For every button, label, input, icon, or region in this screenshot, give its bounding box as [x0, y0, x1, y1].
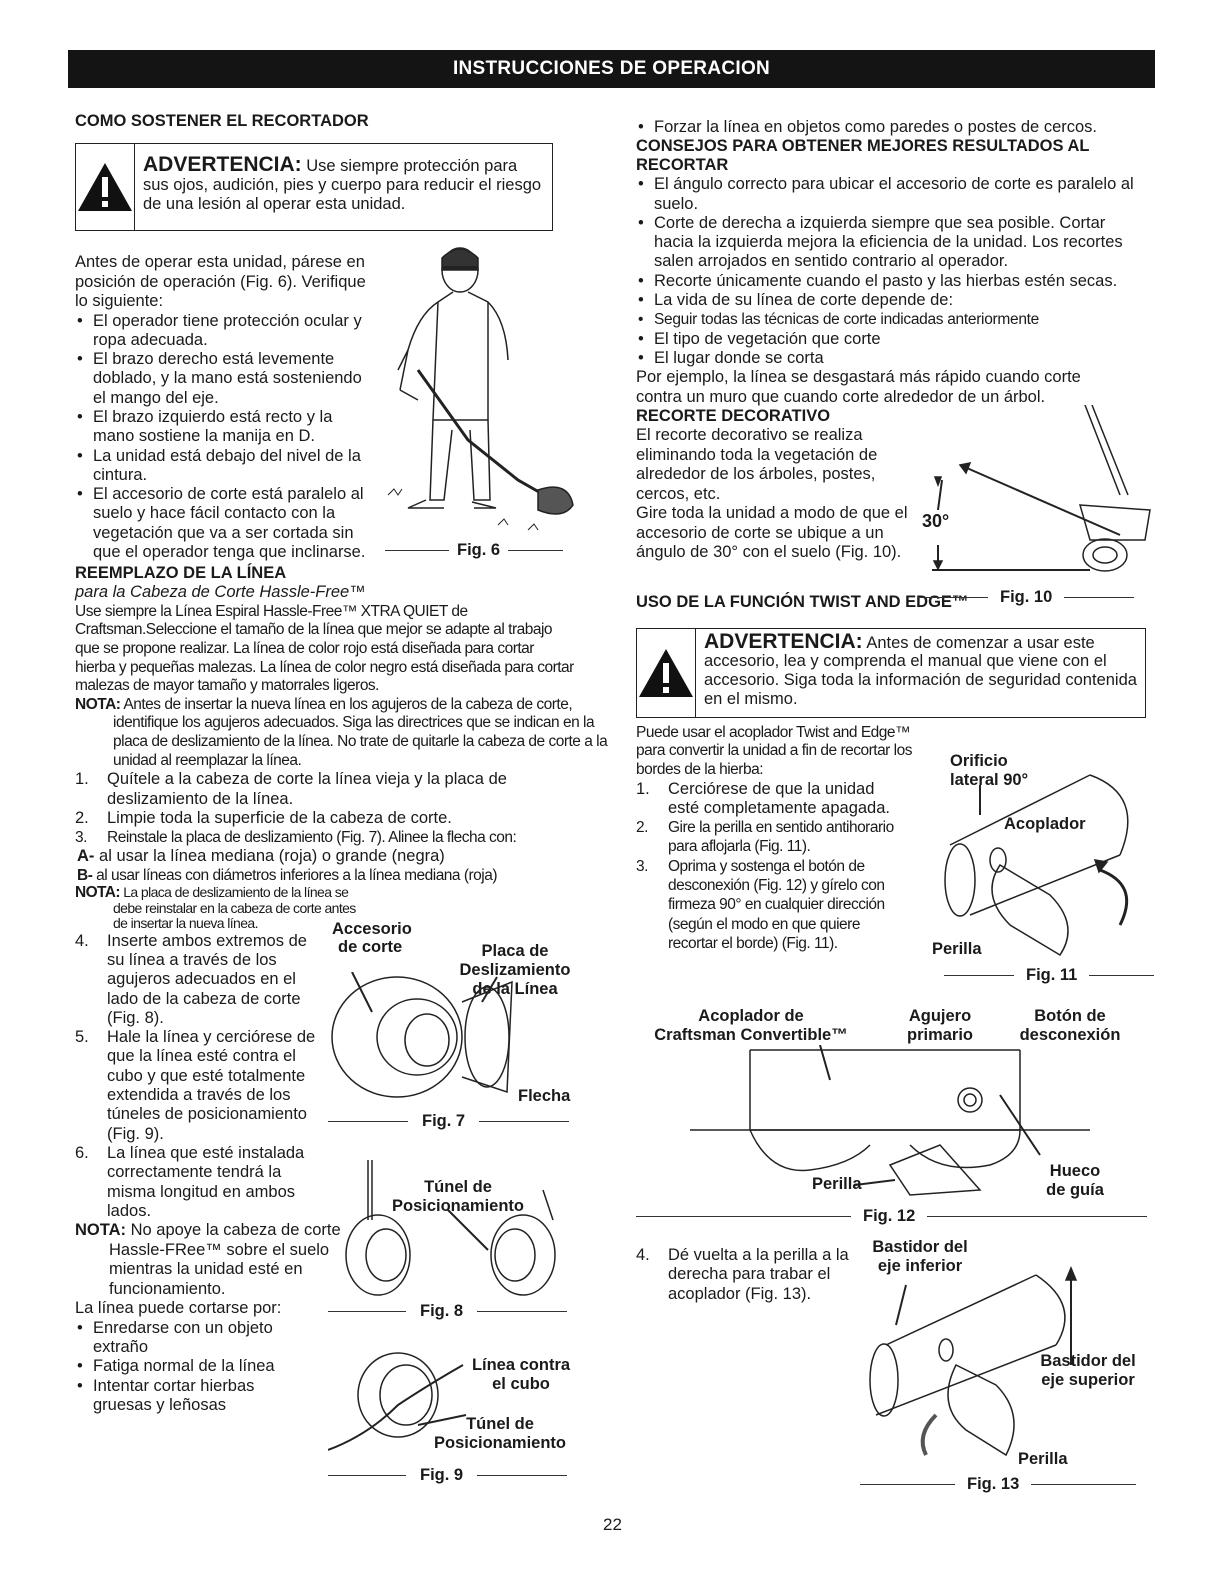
list-item: 5.Hale la línea y cerciórese de que la l…	[75, 1028, 316, 1143]
sub-a: A- al usar la línea mediana (roja) o gra…	[77, 847, 445, 866]
fig12-caption: Fig. 12	[636, 1207, 1148, 1226]
list-item: 2.Limpie toda la superficie de la cabeza…	[75, 808, 452, 827]
example-text: Por ejemplo, la línea se desgastará más …	[636, 368, 1081, 406]
fig8-line-insert-illustration	[345, 1160, 556, 1296]
list-item: El accesorio de corte está paralelo al s…	[75, 485, 370, 562]
warning-text-1: ADVERTENCIA: Use siempre protección para…	[143, 153, 542, 213]
sub-b: B- al usar líneas con diámetros inferior…	[77, 866, 498, 884]
fig11-label-acoplador: Acoplador	[1004, 815, 1086, 833]
fig13-caption: Fig. 13	[860, 1475, 1137, 1494]
fig10-decorative-trim-illustration	[932, 405, 1151, 572]
fig9-line-hub-illustration	[328, 1352, 467, 1451]
page-number: 22	[603, 1515, 622, 1534]
list-item: 4.Dé vuelta a la perilla a la derecha pa…	[636, 1246, 849, 1303]
deco-text-2: Gire toda la unidad a modo de que el acc…	[636, 504, 908, 562]
fig13-label-perilla: Perilla	[1018, 1450, 1068, 1468]
nota-3: NOTA: No apoye la cabeza de corte Hassle…	[75, 1221, 341, 1298]
heading-tips: CONSEJOS PARA OBTENER MEJORES RESULTADOS…	[636, 137, 1090, 175]
fig7-caption: Fig. 7	[328, 1112, 570, 1131]
tips-list: El ángulo correcto para ubicar el acceso…	[636, 175, 1146, 310]
twist-steps: 1.Cerciórese de que la unidad esté compl…	[636, 780, 908, 954]
force-list: Forzar la línea en objetos como paredes …	[636, 118, 1156, 138]
hold-intro: Antes de operar esta unidad, párese en p…	[75, 253, 366, 310]
list-item: La unidad está debajo del nivel de la ci…	[75, 447, 370, 486]
fig8-caption: Fig. 8	[328, 1302, 568, 1321]
list-item: Seguir todas las técnicas de corte indic…	[636, 310, 1156, 330]
list-item: 4.Inserte ambos extremos de su línea a t…	[75, 931, 307, 1027]
heading-hold: COMO SOSTENER EL RECORTADOR	[75, 112, 369, 130]
fig13-coupler-lock-illustration	[869, 1266, 1078, 1457]
fig10-label-angle: 30°	[922, 511, 950, 531]
replace-paragraph: Use siempre la Línea Espiral Hassle-Free…	[75, 602, 574, 695]
list-item: Forzar la línea en objetos como paredes …	[636, 118, 1156, 138]
list-item: La vida de su línea de corte depende de:	[636, 291, 1146, 311]
list-item: El ángulo correcto para ubicar el acceso…	[636, 175, 1146, 214]
list-item: Fatiga normal de la línea	[75, 1357, 310, 1377]
list-item: El operador tiene protección ocular y ro…	[75, 312, 370, 351]
fig11-caption: Fig. 11	[944, 966, 1155, 985]
cut-list: Enredarse con un objeto extraño Fatiga n…	[75, 1319, 310, 1415]
replace-subtitle: para la Cabeza de Corte Hassle-Free™	[75, 583, 366, 602]
list-item: Intentar cortar hierbas gruesas y leñosa…	[75, 1377, 310, 1416]
fig6-operator-illustration	[387, 247, 574, 531]
fig10-caption: Fig. 10	[918, 588, 1135, 607]
fig7-label-accesorio: Accesorio	[332, 920, 412, 938]
list-item: 1.Quítele a la cabeza de corte la línea …	[75, 770, 507, 808]
list-item: El brazo derecho está levemente doblado,…	[75, 350, 370, 408]
fig11-coupler-illustration	[944, 774, 1129, 957]
twist-intro: Puede usar el acoplador Twist and Edge™ …	[636, 723, 912, 778]
fig11-label-perilla: Perilla	[932, 940, 982, 958]
heading-replace: REEMPLAZO DE LA LÍNEA	[75, 564, 287, 583]
steps-a: 1.Quítele a la cabeza de corte la línea …	[75, 770, 555, 847]
warning-box-1: ADVERTENCIA: Use siempre protección para…	[75, 143, 553, 231]
list-item: 6.La línea que esté instalada correctame…	[75, 1143, 305, 1220]
hold-list: El operador tiene protección ocular y ro…	[75, 312, 370, 563]
list-item: 2.Gire la perilla en sentido antihorario…	[636, 819, 894, 856]
list-item: El lugar donde se corta	[636, 349, 1156, 369]
warning-text-2: ADVERTENCIA: Antes de comenzar a usar es…	[704, 629, 1137, 709]
fig7-cutting-head-illustration	[331, 972, 513, 1098]
fig12-coupler-detail-illustration	[690, 1045, 1090, 1196]
fig12-label-perilla: Perilla	[812, 1175, 862, 1193]
warning-box-2: ADVERTENCIA: Antes de comenzar a usar es…	[636, 627, 1146, 718]
fig6-caption: Fig. 6	[385, 541, 564, 560]
warning-icon	[76, 144, 135, 230]
list-item: El tipo de vegetación que corte	[636, 330, 1156, 350]
fig9-caption: Fig. 9	[328, 1466, 568, 1485]
right-column: Forzar la línea en objetos como paredes …	[636, 118, 1156, 953]
heading-twist: USO DE LA FUNCIÓN TWIST AND EDGE™	[636, 592, 969, 611]
cut-intro: La línea puede cortarse por:	[75, 1299, 282, 1318]
list-item: El brazo izquierdo está recto y la mano …	[75, 408, 370, 447]
life-list: Seguir todas las técnicas de corte indic…	[636, 310, 1156, 368]
warning-icon	[637, 628, 696, 717]
left-column: COMO SOSTENER EL RECORTADOR ADVERTENCIA:…	[75, 112, 608, 1415]
steps-b: 4.Inserte ambos extremos de su línea a t…	[75, 932, 327, 1221]
fig7-label-flecha: Flecha	[518, 1087, 571, 1105]
nota-2: NOTA: La placa de deslizamiento de la lí…	[75, 884, 356, 932]
deco-text-1: El recorte decorativo se realiza elimina…	[636, 426, 878, 503]
list-item: 3.Reinstale la placa de deslizamiento (F…	[75, 829, 517, 847]
list-item: 3.Oprima y sostenga el botón de desconex…	[636, 857, 885, 952]
nota-1: NOTA: Antes de insertar la nueva línea e…	[75, 695, 608, 769]
list-item: Enredarse con un objeto extraño	[75, 1319, 310, 1358]
list-item: 1.Cerciórese de que la unidad esté compl…	[636, 779, 890, 817]
section-banner: INSTRUCCIONES DE OPERACION	[68, 50, 1155, 88]
twist-step-4: 4.Dé vuelta a la perilla a la derecha pa…	[636, 1246, 866, 1304]
list-item: Recorte únicamente cuando el pasto y las…	[636, 272, 1146, 292]
fig7-label-decorte: de corte	[338, 938, 403, 956]
heading-deco: RECORTE DECORATIVO	[636, 407, 831, 426]
list-item: Corte de derecha a izquierda siempre que…	[636, 214, 1146, 272]
